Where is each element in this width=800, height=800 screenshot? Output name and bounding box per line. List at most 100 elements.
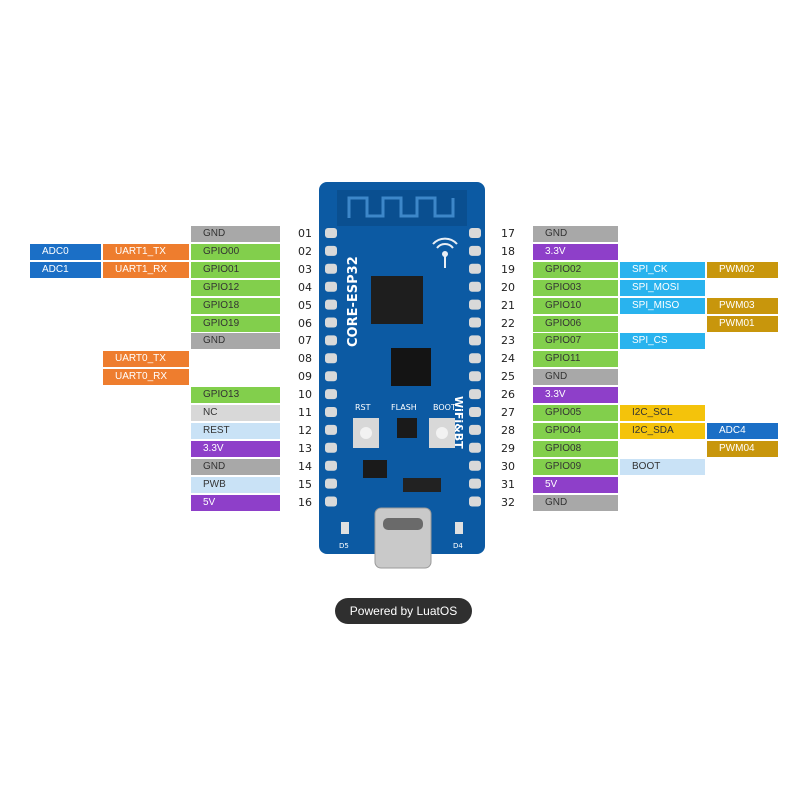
silk-led-right: D4 [453,542,463,550]
pin-number: 03 [298,263,312,276]
pin-pad-left [325,228,337,238]
silk-board-name: CORE-ESP32 [346,256,361,347]
pin-pad-right [469,228,481,238]
pin-label-gpio: GPIO08 [533,441,618,457]
pin-label-gnd: GND [191,459,280,475]
pin-pad-right [469,317,481,328]
pin-label-gpio: GPIO12 [191,280,280,296]
mcu-chip [371,276,423,324]
pin-pad-left [325,478,337,489]
pin-number: 02 [298,245,312,258]
pin-number: 16 [298,496,312,509]
pin-pad-right [469,353,481,364]
pin-label-uart: UART1_TX [103,244,189,260]
pin-pad-right [469,442,481,453]
pin-number: 04 [298,281,312,294]
pin-pad-left [325,245,337,256]
pin-pad-right [469,335,481,346]
pin-label-gpio: GPIO13 [191,387,280,403]
pin-number: 27 [501,406,515,419]
pin-label-gnd: GND [191,226,280,242]
pin-label-spi: SPI_MOSI [620,280,705,296]
pin-label-gpio: GPIO04 [533,423,618,439]
pin-number: 22 [501,317,515,330]
pin-label-uart: UART0_RX [103,369,189,385]
pin-number: 23 [501,334,515,347]
pin-label-power: 3.3V [533,244,618,260]
pin-label-adc: ADC0 [30,244,101,260]
pin-label-nc: NC [191,405,280,421]
pin-label-gpio: GPIO09 [533,459,618,475]
pin-pads [325,228,481,507]
pin-label-uart: UART0_TX [103,351,189,367]
flash-chip [391,348,431,386]
pin-label-light: REST [191,423,280,439]
pin-label-gpio: GPIO00 [191,244,280,260]
pin-label-gnd: GND [533,226,618,242]
pin-pad-left [325,460,337,471]
pin-pad-left [325,442,337,453]
pin-pad-right [469,389,481,400]
pin-number: 11 [298,406,312,419]
pin-label-uart: UART1_RX [103,262,189,278]
pin-label-pwm: PWM02 [707,262,778,278]
pin-pad-left [325,317,337,328]
connector-pins [403,478,441,492]
pin-number: 24 [501,352,515,365]
pin-number: 06 [298,317,312,330]
pin-number: 31 [501,478,515,491]
pin-pad-left [325,281,337,292]
antenna-trace [347,196,455,218]
pin-number: 05 [298,299,312,312]
pin-label-adc: ADC4 [707,423,778,439]
pin-label-light: BOOT [620,459,705,475]
pin-pad-right [469,281,481,292]
pin-label-gpio: GPIO01 [191,262,280,278]
pin-pad-right [469,496,481,507]
pin-label-gpio: GPIO18 [191,298,280,314]
pin-pad-right [469,371,481,382]
pin-label-adc: ADC1 [30,262,101,278]
silk-led-left: D5 [339,542,349,550]
pin-label-pwm: PWM04 [707,441,778,457]
pin-number: 12 [298,424,312,437]
pin-label-gpio: GPIO11 [533,351,618,367]
pin-number: 26 [501,388,515,401]
usb-c-connector[interactable] [374,507,432,569]
pin-number: 18 [501,245,515,258]
pin-number: 07 [298,334,312,347]
boot-button-cap [436,427,448,439]
pin-label-power: 3.3V [191,441,280,457]
silk-boot: BOOT [433,403,456,412]
pin-number: 15 [298,478,312,491]
wifi-icon [432,237,458,268]
esp32-core-board: CORE-ESP32 WiFi&BT RST FLASH BOOT D5 D4 [319,182,485,569]
silk-rst: RST [355,403,371,412]
pin-pad-right [469,263,481,274]
pin-number: 10 [298,388,312,401]
silk-wifi-label: WiFi&BT [452,396,465,449]
pin-label-power: 3.3V [533,387,618,403]
pin-pad-right [469,478,481,489]
pin-number: 01 [298,227,312,240]
regulator [363,460,387,478]
pin-label-i2c: I2C_SDA [620,423,705,439]
pin-number: 20 [501,281,515,294]
pin-number: 28 [501,424,515,437]
pin-number: 21 [501,299,515,312]
pin-number: 30 [501,460,515,473]
pin-pad-right [469,245,481,256]
pin-pad-left [325,389,337,400]
pin-label-i2c: I2C_SCL [620,405,705,421]
pin-label-gnd: GND [191,333,280,349]
pin-pad-left [325,407,337,417]
pin-pad-left [325,496,337,507]
pin-label-power: 5V [191,495,280,511]
pin-label-spi: SPI_CS [620,333,705,349]
pin-label-spi: SPI_CK [620,262,705,278]
pin-label-pwm: PWM03 [707,298,778,314]
pin-pad-left [325,371,337,382]
pin-pad-right [469,460,481,471]
pin-number: 08 [298,352,312,365]
pin-pad-left [325,335,337,346]
